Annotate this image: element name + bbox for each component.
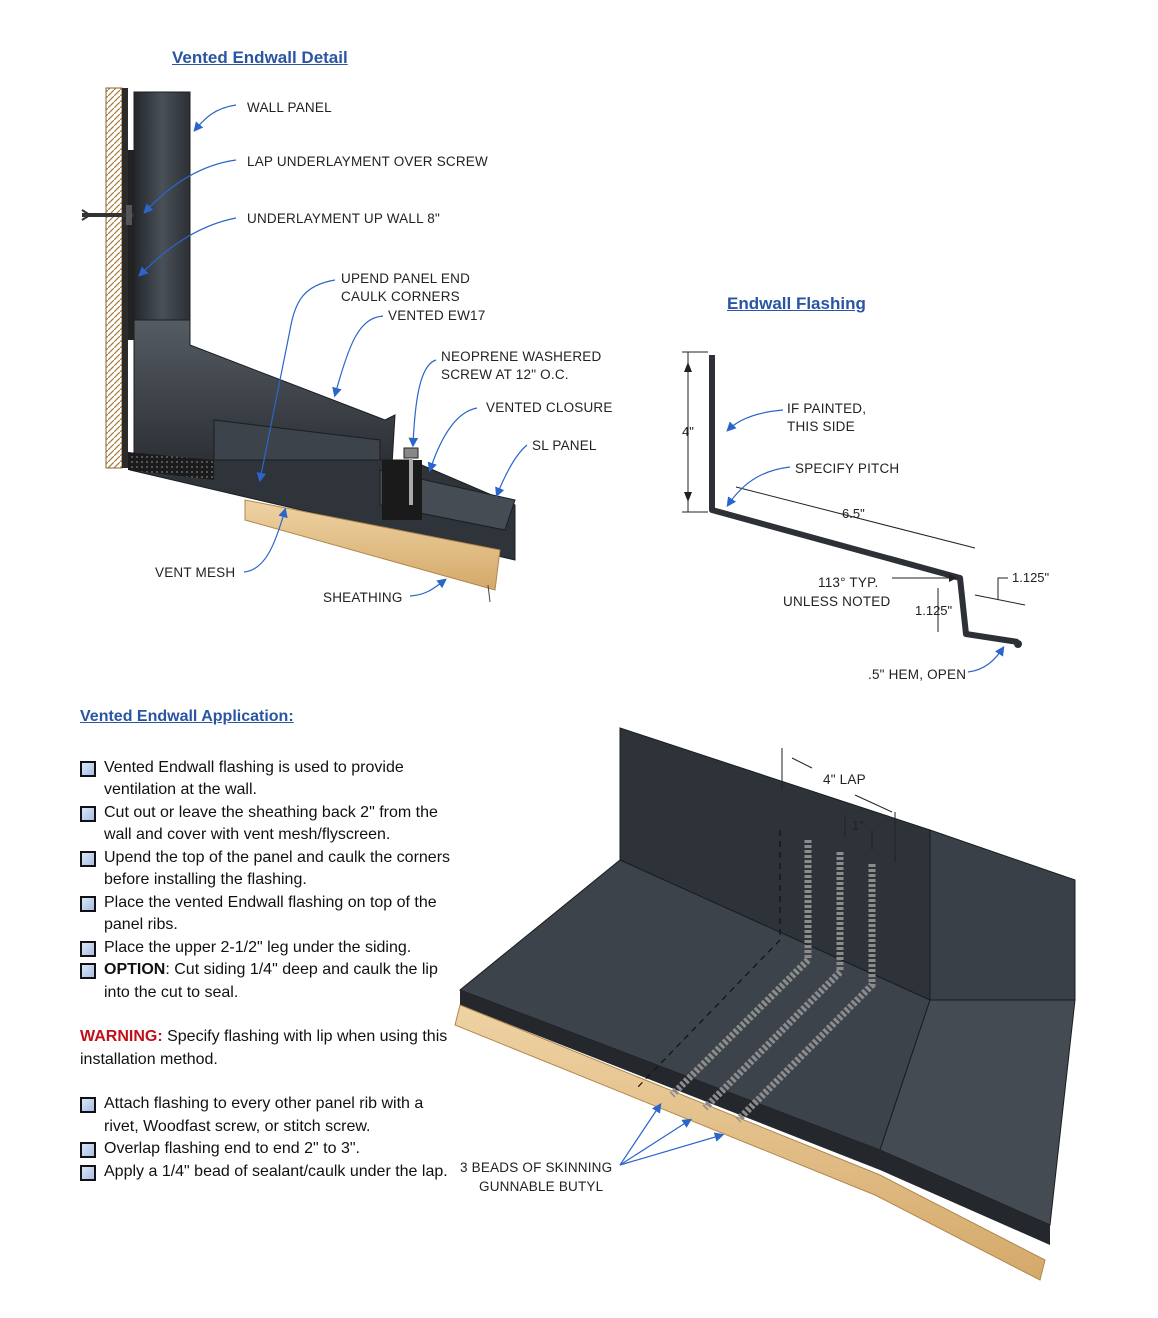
label-hem: .5" HEM, OPEN	[868, 667, 967, 682]
option-text: : Cut siding 1/4" deep and caulk the lip…	[104, 961, 438, 1001]
label-neoprene-screw: NEOPRENE WASHERED	[441, 349, 602, 364]
application-title: Vented Endwall Application:	[80, 708, 294, 725]
dim-bead-gap: 1"	[852, 818, 864, 833]
label-unless-noted: UNLESS NOTED	[783, 594, 891, 609]
dim-lip: 1.125"	[1012, 570, 1050, 585]
label-vented-closure: VENTED CLOSURE	[486, 400, 613, 415]
warning-text: Specify flashing with lip when using thi…	[80, 1028, 448, 1068]
checkbox-icon	[80, 850, 96, 867]
label-lap-underlayment: LAP UNDERLAYMENT OVER SCREW	[247, 154, 488, 169]
list-item: Upend the top of the panel and caulk the…	[80, 847, 460, 892]
checkbox-icon	[80, 963, 96, 979]
list-item: Apply a 1/4" bead of sealant/caulk under…	[80, 1161, 460, 1184]
list-item-option: OPTION: Cut siding 1/4" deep and caulk t…	[80, 959, 460, 1004]
application-section: Vented Endwall Application: Vented Endwa…	[80, 706, 460, 1183]
label-angle: 113° TYP.	[818, 575, 879, 590]
checkbox-icon	[80, 1097, 96, 1113]
label-sl-panel: SL PANEL	[532, 438, 597, 453]
label-this-side: THIS SIDE	[787, 419, 855, 434]
list-item: Cut out or leave the sheathing back 2" f…	[80, 802, 460, 847]
checkbox-icon	[80, 1164, 96, 1181]
label-sheathing: SHEATHING	[323, 590, 403, 605]
warning-label: WARNING:	[80, 1028, 163, 1045]
checkbox-icon	[80, 1142, 96, 1158]
label-if-painted: IF PAINTED,	[787, 401, 867, 416]
dim-height: 4"	[682, 424, 694, 439]
flashing-profile	[682, 351, 1026, 673]
flashing-title: Endwall Flashing	[727, 294, 866, 313]
steps-list-b: Attach flashing to every other panel rib…	[80, 1093, 460, 1183]
label-underlayment-up-wall: UNDERLAYMENT UP WALL 8"	[247, 211, 440, 226]
label-caulk-corners: CAULK CORNERS	[341, 289, 460, 304]
label-wall-panel: WALL PANEL	[247, 100, 332, 115]
label-upend-panel-end: UPEND PANEL END	[341, 271, 471, 286]
steps-list-a: Vented Endwall flashing is used to provi…	[80, 757, 460, 1005]
list-item: Place the vented Endwall flashing on top…	[80, 892, 460, 937]
option-label: OPTION	[104, 961, 166, 978]
dim-length: 6.5"	[842, 506, 865, 521]
checkbox-icon	[80, 805, 96, 822]
checkbox-icon	[80, 895, 96, 912]
checkbox-icon	[80, 940, 96, 957]
label-beads-line1: 3 BEADS OF SKINNING	[460, 1160, 613, 1175]
list-item: Place the upper 2-1/2" leg under the sid…	[80, 937, 460, 960]
warning-note: WARNING: Specify flashing with lip when …	[80, 1026, 460, 1071]
list-item: Attach flashing to every other panel rib…	[80, 1093, 460, 1138]
dim-drop: 1.125"	[915, 603, 953, 618]
label-specify-pitch: SPECIFY PITCH	[795, 461, 900, 476]
label-vent-mesh: VENT MESH	[155, 565, 236, 580]
checkbox-icon	[80, 760, 96, 777]
label-screw-spacing: SCREW AT 12" O.C.	[441, 367, 569, 382]
label-vented-ew17: VENTED EW17	[388, 308, 486, 323]
detail-title: Vented Endwall Detail	[172, 48, 348, 67]
list-item: Overlap flashing end to end 2" to 3".	[80, 1138, 460, 1161]
list-item: Vented Endwall flashing is used to provi…	[80, 757, 460, 802]
label-beads-line2: GUNNABLE BUTYL	[479, 1179, 604, 1194]
isometric-install-illustration	[454, 727, 1076, 1281]
dim-lap: 4" LAP	[823, 772, 866, 787]
